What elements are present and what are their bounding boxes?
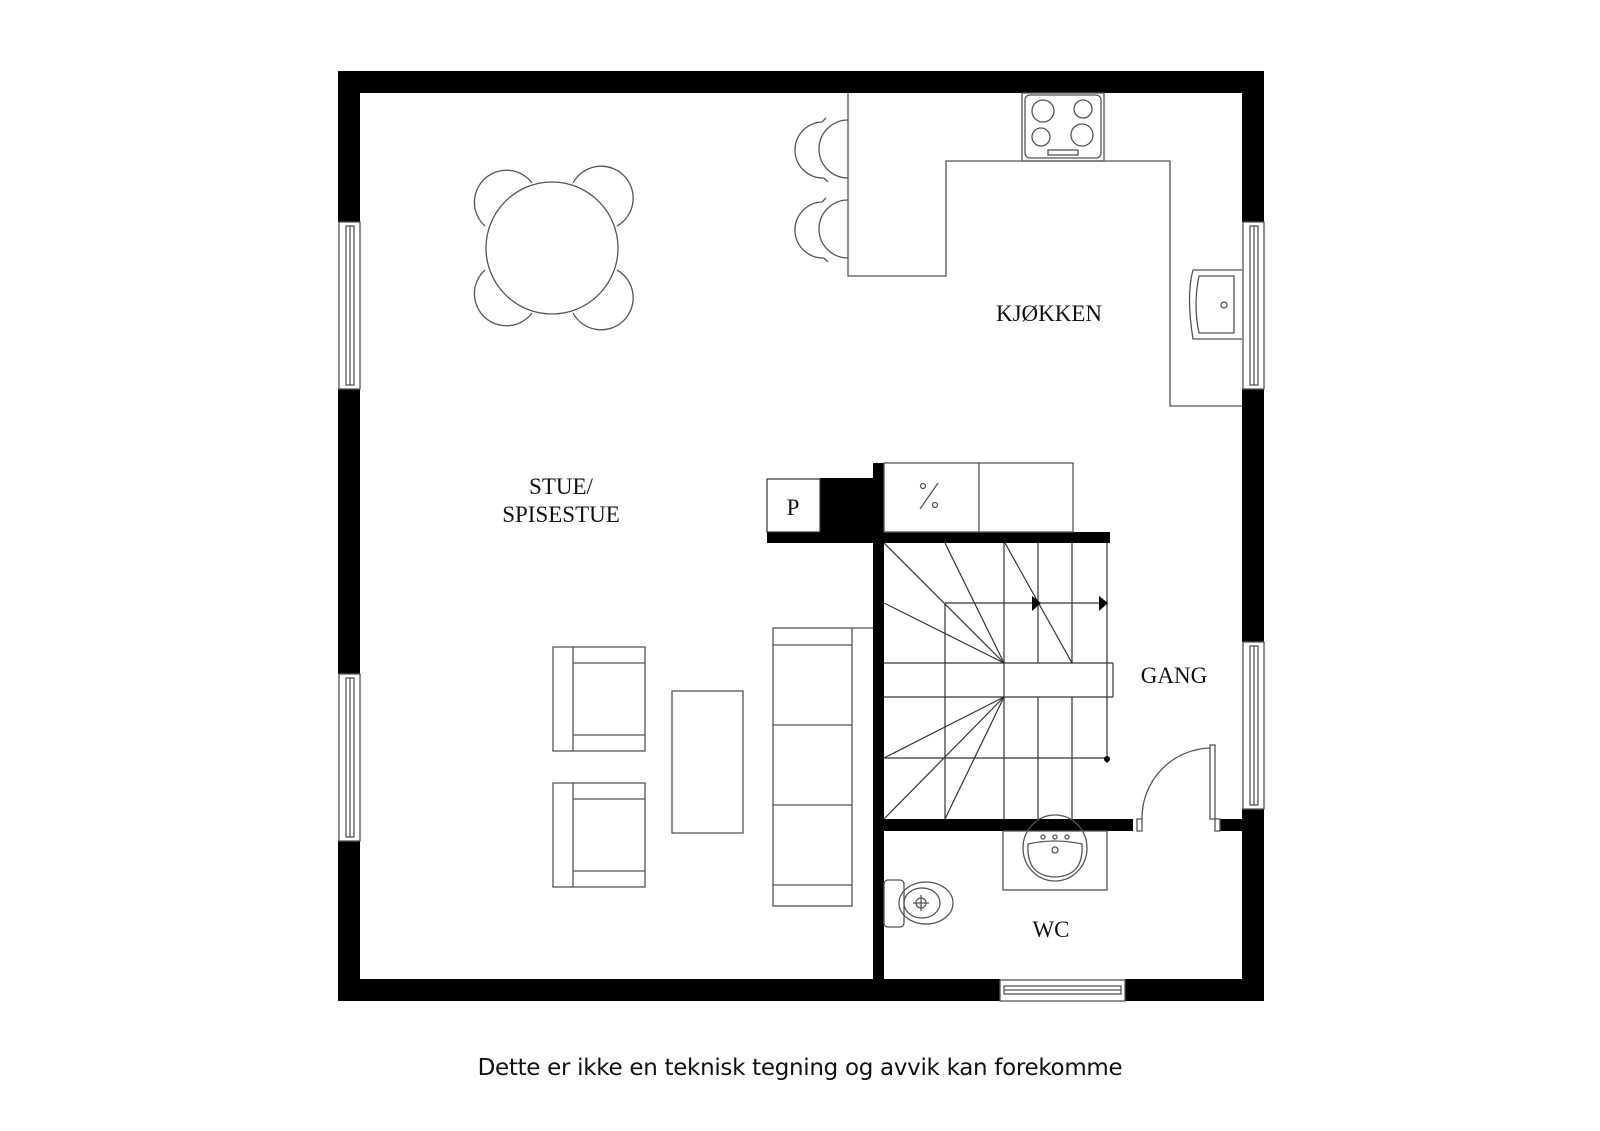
sofa — [772, 627, 873, 907]
chimney-box — [766, 478, 821, 533]
room-label-kjokken: KJØKKEN — [996, 301, 1102, 326]
laundry-cabinets — [883, 462, 1074, 533]
bathroom-sink — [1002, 814, 1108, 891]
window-right-upper — [1242, 221, 1265, 390]
dining-table — [473, 165, 634, 331]
coffee-table — [671, 690, 744, 834]
outer-walls — [338, 71, 1264, 1001]
armchair-upper — [552, 646, 646, 752]
kitchen-sink — [1188, 269, 1242, 340]
disclaimer-caption: Dette er ikke en teknisk tegning og avvi… — [477, 1055, 1123, 1081]
bar-stools — [794, 117, 849, 263]
window-left-upper — [338, 221, 361, 390]
interior-walls — [767, 463, 1264, 1001]
window-left-lower — [338, 673, 361, 842]
room-label-gang: GANG — [1141, 663, 1207, 688]
room-label-spisestue: SPISESTUE — [502, 502, 620, 527]
p-label: P — [787, 495, 800, 520]
armchair-lower — [552, 782, 646, 888]
kitchen-counter — [847, 92, 1242, 407]
window-bottom-wc — [999, 979, 1126, 1002]
windows — [338, 221, 1265, 1002]
room-label-wc: WC — [1032, 917, 1069, 942]
door — [1136, 744, 1221, 832]
staircase — [883, 542, 1114, 820]
toilet — [883, 879, 954, 928]
room-label-stue: STUE/ — [529, 474, 594, 499]
window-right-lower — [1242, 641, 1265, 810]
